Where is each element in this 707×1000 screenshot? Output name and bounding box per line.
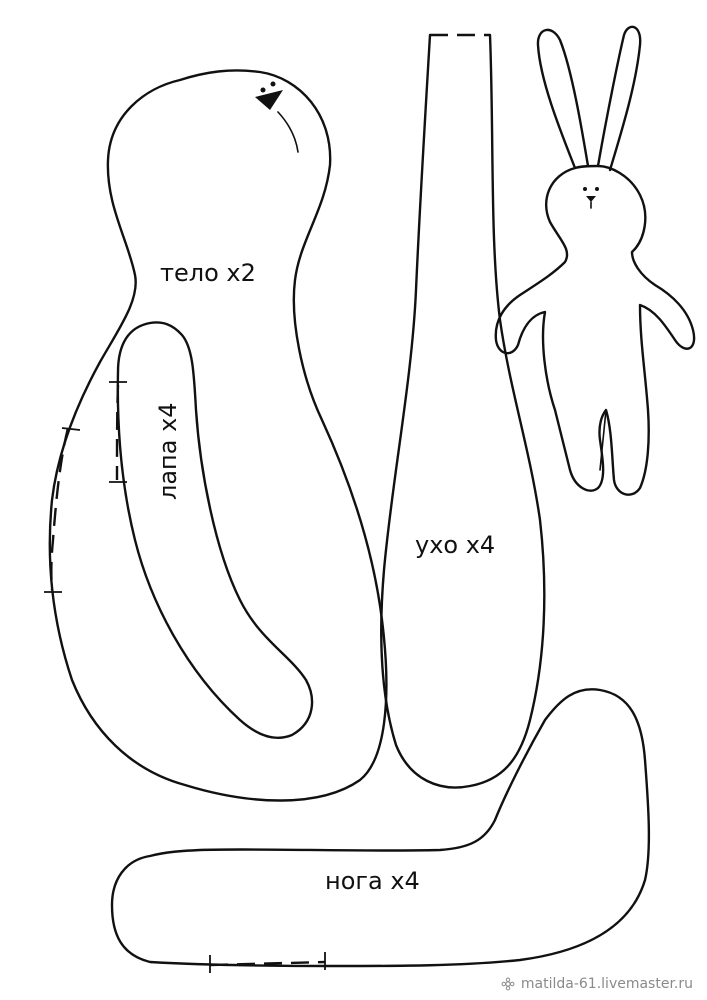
bunny-nose-icon <box>586 196 596 202</box>
paw-piece: лапа х4 <box>109 321 314 740</box>
eye-icon <box>270 81 276 87</box>
leg-piece: нога х4 <box>110 688 651 973</box>
flower-logo-icon <box>501 977 515 991</box>
wing-line <box>277 111 299 153</box>
ear-piece: ухо х4 <box>380 33 546 789</box>
leg-label: нога х4 <box>325 867 420 895</box>
bunny-leg-split <box>599 409 607 471</box>
watermark: matilda-61.livemaster.ru <box>501 976 693 992</box>
watermark-text: matilda-61.livemaster.ru <box>520 976 693 992</box>
opening-seam <box>50 427 70 591</box>
body-label: тело х2 <box>160 259 256 287</box>
eye-icon <box>260 87 266 93</box>
ear-label: ухо х4 <box>415 531 495 559</box>
opening-seam <box>115 384 120 481</box>
bunny-eye-icon <box>595 187 599 191</box>
bunny-illustration <box>494 25 696 496</box>
body-piece: тело х2 <box>44 69 388 802</box>
seam-mark <box>61 427 81 431</box>
paw-label: лапа х4 <box>154 402 182 500</box>
opening-seam <box>209 960 326 967</box>
beak-icon <box>255 90 283 110</box>
bunny-eye-icon <box>583 187 587 191</box>
